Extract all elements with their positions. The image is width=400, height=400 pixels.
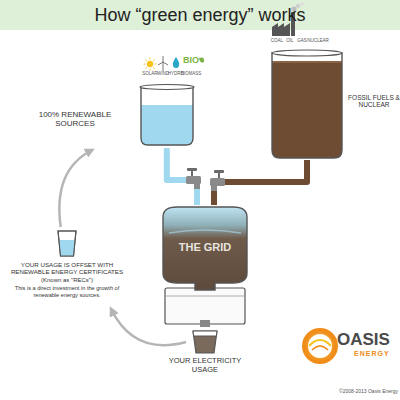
copyright-note: ©2008-2013 Oasis Energy <box>278 389 398 395</box>
leaf-icon <box>199 58 204 63</box>
fossil-fuel-jar-outline <box>268 48 346 160</box>
node-heading: FOSSIL FUELS & NUCLEAR <box>347 94 400 109</box>
offset-cup: YOUR USAGE IS OFFSET WITH RENEWABLE ENER… <box>4 230 130 308</box>
faucet-symbol <box>186 168 201 189</box>
cycle-arrow <box>111 309 186 345</box>
wind-turbine-icon <box>158 56 168 71</box>
oasis-logo-mark <box>305 331 335 361</box>
sun-icon <box>144 58 157 71</box>
hydro-drop-icon <box>173 57 179 68</box>
node-body-text: This is a direct investment in the growt… <box>4 285 130 298</box>
renewable-jar-outline <box>135 83 199 147</box>
logo-wordmark: OASIS <box>337 331 390 350</box>
usage-cup-outline <box>188 330 222 354</box>
fossil-fuel-jar: FOSSIL FUELS & NUCLEAR <box>268 48 346 160</box>
cycle-arrow <box>59 150 92 227</box>
water-cooler-base <box>165 288 245 327</box>
energy-source-label: BIOMASS <box>161 72 221 77</box>
node-heading: YOUR USAGE IS OFFSET WITH RENEWABLE ENER… <box>4 261 130 276</box>
logo-subtitle: ENERGY <box>354 350 390 358</box>
node-body-text: (Known as "RECs") <box>4 277 130 284</box>
node-heading: 100% RENEWABLE SOURCES <box>36 110 114 128</box>
usage-cup: YOUR ELECTRICITY USAGE <box>188 330 222 354</box>
bio-mark: BIO <box>161 56 221 66</box>
node-heading: YOUR ELECTRICITY USAGE <box>165 357 245 374</box>
grid-bottle: THE GRID <box>155 205 255 290</box>
faucet-symbol <box>210 170 225 191</box>
offset-cup-outline <box>56 230 78 257</box>
title-band <box>0 0 400 30</box>
renewable-jar: 100% RENEWABLE SOURCES <box>34 83 200 148</box>
fossil-pipe <box>214 160 307 205</box>
diagram-title: How “green energy” works <box>0 5 400 26</box>
energy-source-label: NUCLEAR <box>288 39 348 44</box>
node-heading: THE GRID <box>155 241 255 254</box>
